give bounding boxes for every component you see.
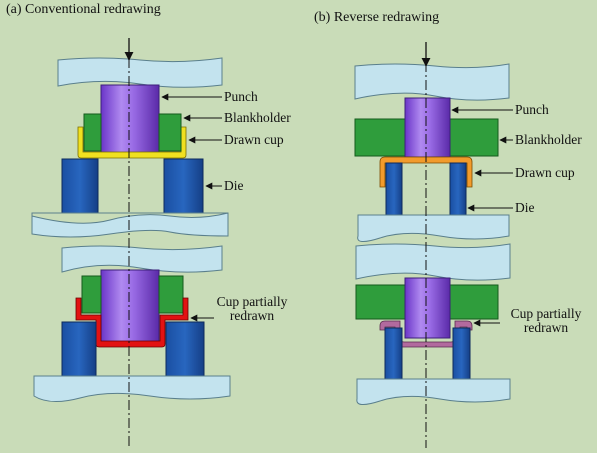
label-die-a: Die: [224, 178, 244, 193]
platen-a2-bottom: [33, 375, 231, 402]
die-a-left: [61, 158, 99, 214]
platen-b-top: [354, 63, 510, 101]
blankholder-a-right: [158, 113, 182, 152]
die-b2-right: [452, 327, 471, 380]
drawn-cup-a: [77, 126, 187, 159]
punch-b2: [404, 277, 451, 339]
platen-a2-top: [61, 245, 223, 273]
blankholder-b2-right: [449, 284, 499, 320]
label-punch-b: Punch: [515, 102, 549, 117]
die-b-right: [449, 162, 467, 216]
blankholder-b2-left: [355, 284, 406, 320]
label-blankholder-a: Blankholder: [224, 110, 291, 125]
platen-a-bottom: [31, 212, 229, 238]
platen-b2-top: [355, 243, 511, 281]
label-punch-a: Punch: [224, 89, 258, 104]
label-drawn-cup-b: Drawn cup: [515, 165, 575, 180]
panel-a: [31, 38, 231, 448]
die-b-left: [385, 162, 403, 216]
label-cup-partially-b-line2: redrawn: [523, 320, 569, 335]
panel-a-title: (a) Conventional redrawing: [6, 2, 161, 17]
die-b2-left: [384, 327, 403, 380]
blankholder-b-left: [354, 118, 406, 157]
panel-b-title: (b) Reverse redrawing: [314, 10, 440, 25]
die-a2-left: [61, 321, 97, 377]
label-drawn-cup-a: Drawn cup: [224, 132, 284, 147]
blankholder-b-right: [449, 118, 499, 157]
punch-a2: [100, 269, 160, 343]
label-die-b: Die: [515, 200, 535, 215]
die-a-right: [163, 158, 204, 214]
platen-b-bottom: [357, 214, 510, 242]
punch-a: [100, 84, 160, 156]
punch-b: [404, 97, 451, 158]
label-cup-partially-redrawn-a: Cup partially redrawn: [204, 295, 300, 323]
panel-b: [354, 42, 513, 448]
platen-b2-bottom: [356, 378, 511, 405]
label-cup-partially-a-line2: redrawn: [229, 308, 275, 323]
label-cup-partially-a-line1: Cup partially: [216, 294, 288, 309]
label-blankholder-b: Blankholder: [515, 132, 582, 147]
platen-a-top: [57, 57, 223, 88]
blankholder-a2-left: [81, 275, 102, 314]
die-a2-right: [165, 321, 205, 377]
label-cup-partially-redrawn-b: Cup partially redrawn: [498, 307, 594, 335]
blankholder-a2-right: [158, 275, 184, 314]
label-cup-partially-b-line1: Cup partially: [510, 306, 582, 321]
blankholder-a-left: [83, 113, 102, 152]
drawn-cup-b: [379, 156, 473, 188]
